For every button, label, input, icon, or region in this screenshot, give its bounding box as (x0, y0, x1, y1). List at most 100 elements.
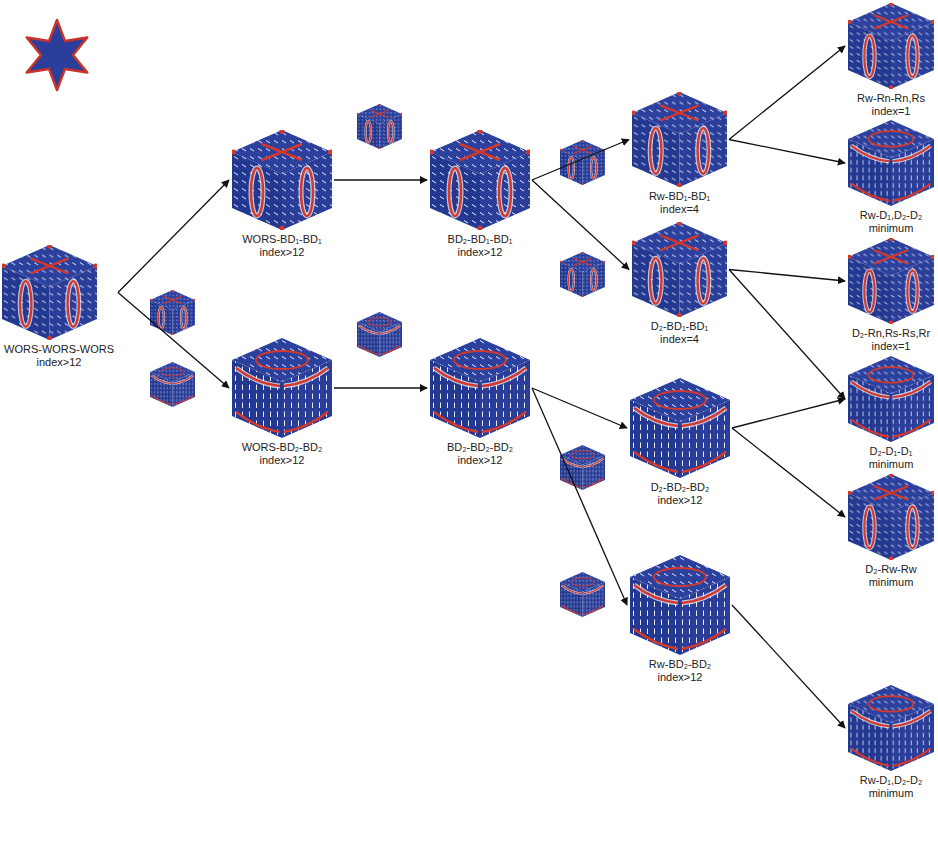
state-node: BD₂-BD₂-BD₂index>12 (430, 338, 530, 467)
state-caption: Rw-Rn-Rn,Rsindex=1 (848, 92, 934, 118)
transition-arrow (729, 270, 845, 282)
state-index: index>12 (37, 356, 82, 369)
transition-arrow (118, 180, 229, 293)
cube-figure (848, 356, 934, 442)
cube-figure (231, 129, 333, 231)
state-index: index>12 (260, 454, 305, 467)
transition-arrow (334, 179, 427, 180)
state-caption: WORS-BD₁-BD₁index>12 (232, 233, 332, 259)
state-node: WORS-BD₂-BD₂index>12 (232, 338, 332, 467)
state-index: minimum (869, 458, 914, 471)
state-node: Rw-Rn-Rn,Rsindex=1 (848, 3, 934, 118)
state-name: Rw-Rn-Rn,Rs (857, 92, 925, 105)
star-shape (27, 20, 88, 90)
state-node: Rw-D₁,D₂-D₂minimum (848, 685, 934, 800)
state-caption: D₂-D₁-D₁minimum (848, 445, 934, 471)
state-index: minimum (869, 787, 914, 800)
state-name: D₂-Rw-Rw (865, 563, 916, 576)
state-node: D₂-Rw-Rwminimum (848, 474, 934, 589)
state-caption: BD₂-BD₁-BD₁index>12 (430, 233, 530, 259)
cube-figure (1, 244, 98, 340)
state-caption: D₂-BD₂-BD₂index>12 (630, 481, 730, 507)
transition-cube (357, 312, 402, 357)
state-caption: Rw-BD₁-BD₁index=4 (632, 190, 727, 216)
state-index: index=1 (872, 340, 911, 353)
transition-arrow (729, 46, 845, 140)
state-caption: Rw-D₁,D₂-D₂minimum (848, 209, 934, 235)
state-name: BD₂-BD₁-BD₁ (448, 233, 513, 246)
state-index: minimum (869, 576, 914, 589)
transition-arrow (532, 140, 629, 181)
cube-figure (847, 473, 935, 560)
state-name: WORS-WORS-WORS (4, 343, 114, 356)
transition-arrow (118, 293, 229, 389)
state-name: D₂-BD₂-BD₂ (651, 481, 710, 494)
cube-figure (847, 237, 935, 324)
cube-figure (430, 338, 530, 438)
state-caption: D₂-Rn,Rs-Rs,Rrindex=1 (848, 327, 934, 353)
transition-arrow (334, 387, 427, 388)
transition-cube (560, 252, 606, 298)
transition-arrow (532, 388, 627, 605)
cube-figure (631, 221, 728, 317)
transition-cube (560, 140, 606, 186)
transition-arrow (729, 140, 845, 164)
transition-cube (150, 290, 196, 336)
state-index: index=4 (660, 203, 699, 216)
transition-cube (560, 572, 605, 617)
transition-arrow (732, 428, 845, 517)
state-name: D₂-D₁-D₁ (870, 445, 913, 458)
state-name: WORS-BD₂-BD₂ (242, 441, 323, 454)
state-node: D₂-BD₁-BD₁index=4 (632, 222, 727, 346)
state-index: index=1 (872, 105, 911, 118)
state-caption: BD₂-BD₂-BD₂index>12 (430, 441, 530, 467)
cube-figure (847, 2, 935, 89)
state-index: index>12 (658, 494, 703, 507)
state-index: index>12 (458, 246, 503, 259)
transition-arrow (732, 605, 845, 728)
transition-arrow (532, 180, 629, 270)
state-caption: D₂-BD₁-BD₁index=4 (632, 320, 727, 346)
state-caption: Rw-BD₂-BD₂index>12 (630, 658, 730, 684)
state-caption: D₂-Rw-Rwminimum (848, 563, 934, 589)
state-name: BD₂-BD₂-BD₂ (447, 441, 513, 454)
cube-figure (429, 129, 531, 231)
cube-figure (848, 685, 934, 771)
cube-figure (848, 120, 934, 206)
state-node: WORS-BD₁-BD₁index>12 (232, 130, 332, 259)
state-name: Rw-D₁,D₂-D₂ (860, 209, 922, 222)
state-name: Rw-BD₂-BD₂ (649, 658, 711, 671)
state-node: Rw-BD₁-BD₁index=4 (632, 92, 727, 216)
state-name: D₂-BD₁-BD₁ (651, 320, 709, 333)
state-node: Rw-D₁,D₂-D₂minimum (848, 120, 934, 235)
state-index: index>12 (658, 671, 703, 684)
state-index: index>12 (260, 246, 305, 259)
state-node: BD₂-BD₁-BD₁index>12 (430, 130, 530, 259)
state-node: WORS-WORS-WORSindex>12 (2, 245, 116, 369)
state-node: D₂-BD₂-BD₂index>12 (630, 378, 730, 507)
transition-cube (150, 362, 195, 407)
state-name: D₂-Rn,Rs-Rs,Rr (852, 327, 930, 340)
state-caption: Rw-D₁,D₂-D₂minimum (848, 774, 934, 800)
state-name: WORS-BD₁-BD₁ (242, 233, 322, 246)
state-name: Rw-D₁,D₂-D₂ (860, 774, 922, 787)
transition-cube (357, 104, 403, 150)
state-name: Rw-BD₁-BD₁ (649, 190, 710, 203)
state-node: D₂-D₁-D₁minimum (848, 356, 934, 471)
state-caption: WORS-BD₂-BD₂index>12 (232, 441, 332, 467)
state-index: index>12 (458, 454, 503, 467)
cube-figure (631, 91, 728, 187)
state-index: index=4 (660, 333, 699, 346)
state-caption: WORS-WORS-WORSindex>12 (2, 343, 116, 369)
state-index: minimum (869, 222, 914, 235)
cube-figure (630, 378, 730, 478)
transition-arrow (732, 399, 845, 428)
state-node: D₂-Rn,Rs-Rs,Rrindex=1 (848, 238, 934, 353)
cube-figure (232, 338, 332, 438)
cube-figure (630, 555, 730, 655)
state-node: Rw-BD₂-BD₂index>12 (630, 555, 730, 684)
transition-arrow (729, 270, 845, 400)
